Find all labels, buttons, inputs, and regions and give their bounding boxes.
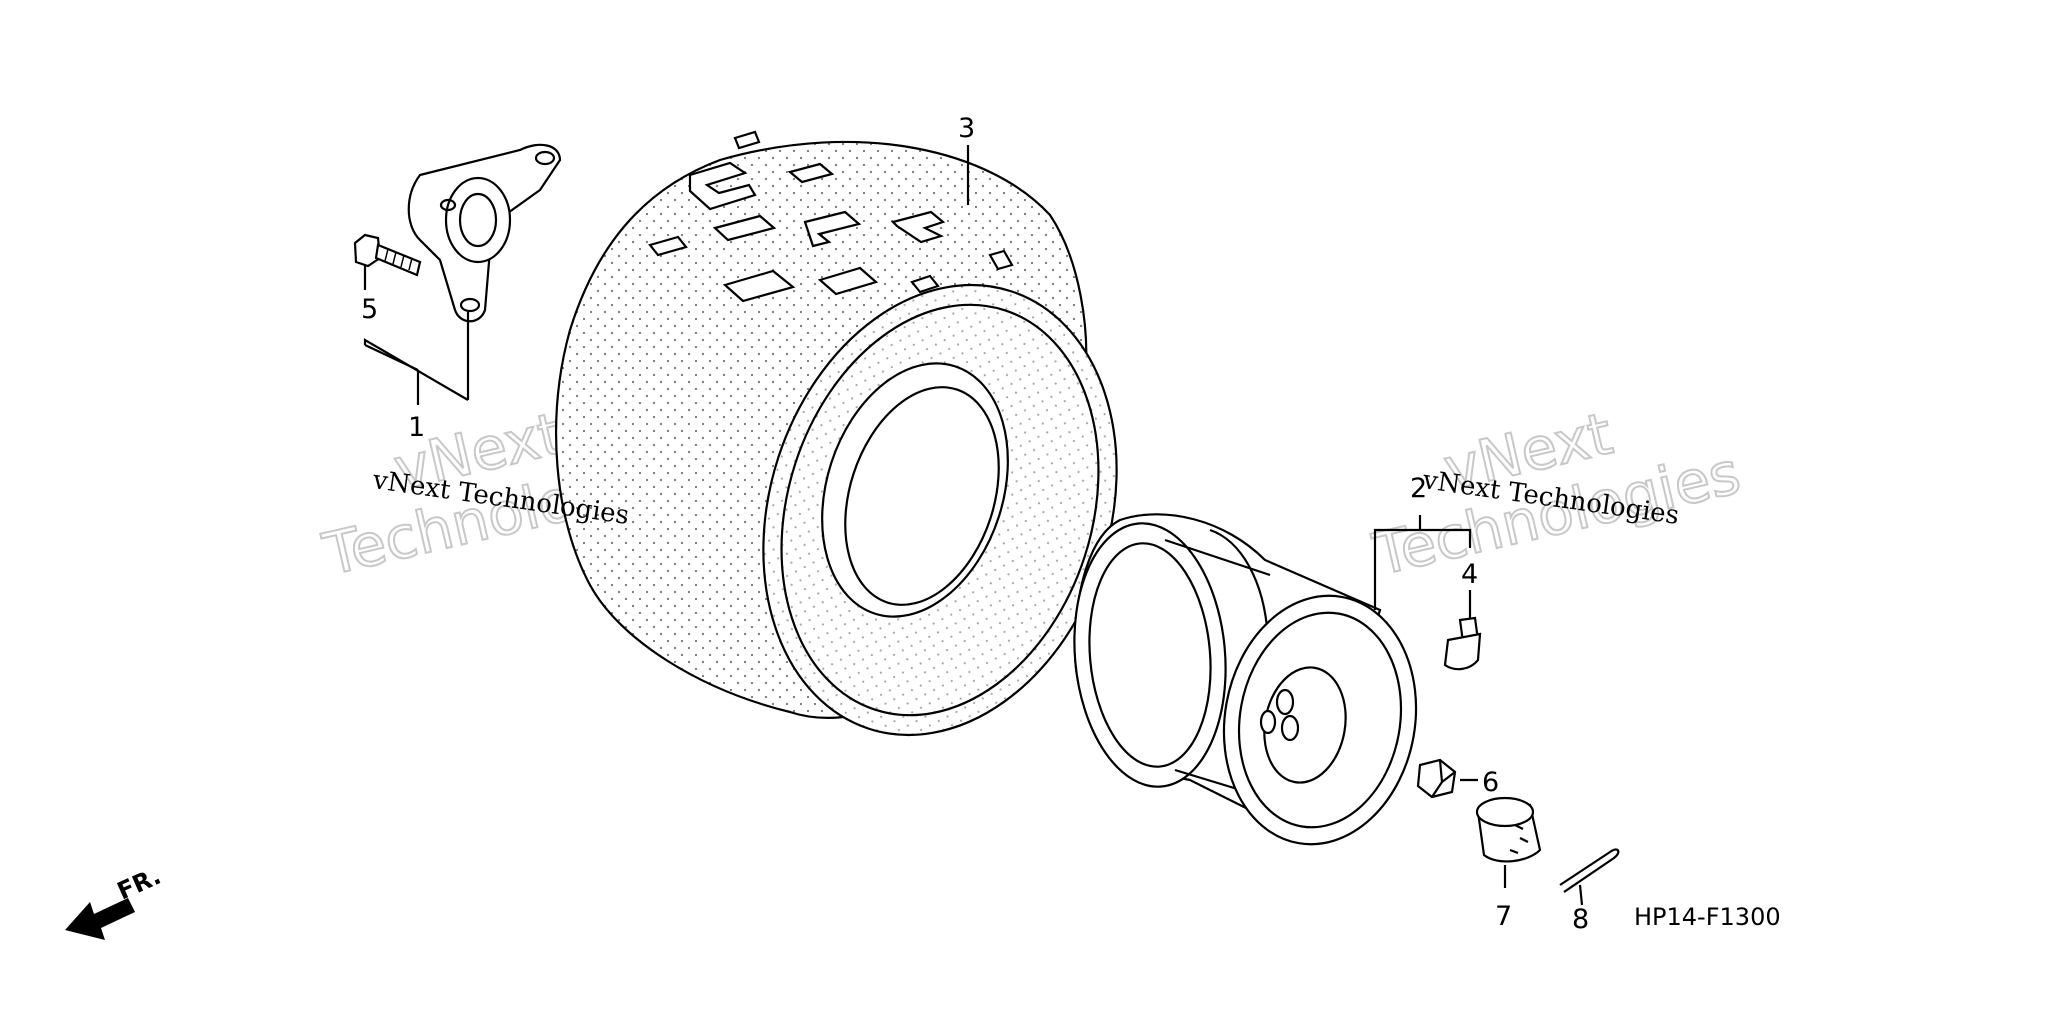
stud-bolt-icon xyxy=(353,233,422,277)
callout-4: 4 xyxy=(1461,559,1478,590)
callout-6: 6 xyxy=(1482,767,1499,798)
diagram-code: HP14-F1300 xyxy=(1634,903,1781,931)
callout-2: 2 xyxy=(1410,473,1427,504)
wheel-nut-icon xyxy=(1416,758,1478,799)
callout-8: 8 xyxy=(1572,904,1589,935)
direction-label: FR. xyxy=(113,862,165,906)
hub-icon xyxy=(407,143,562,323)
valve-stem-icon xyxy=(1443,616,1482,671)
tire-icon xyxy=(555,130,1118,737)
callout-3: 3 xyxy=(958,113,975,144)
castle-nut-icon xyxy=(1475,796,1542,888)
leader-lines-2-4 xyxy=(1373,515,1472,618)
callout-5: 5 xyxy=(361,294,378,325)
cotter-pin-icon xyxy=(1559,848,1620,906)
wheel-rim-icon xyxy=(1073,513,1418,846)
callout-1: 1 xyxy=(408,412,425,443)
front-direction-arrow-icon: FR. xyxy=(65,862,165,940)
callout-7: 7 xyxy=(1495,901,1512,932)
leader-lines-1-5 xyxy=(363,265,470,405)
